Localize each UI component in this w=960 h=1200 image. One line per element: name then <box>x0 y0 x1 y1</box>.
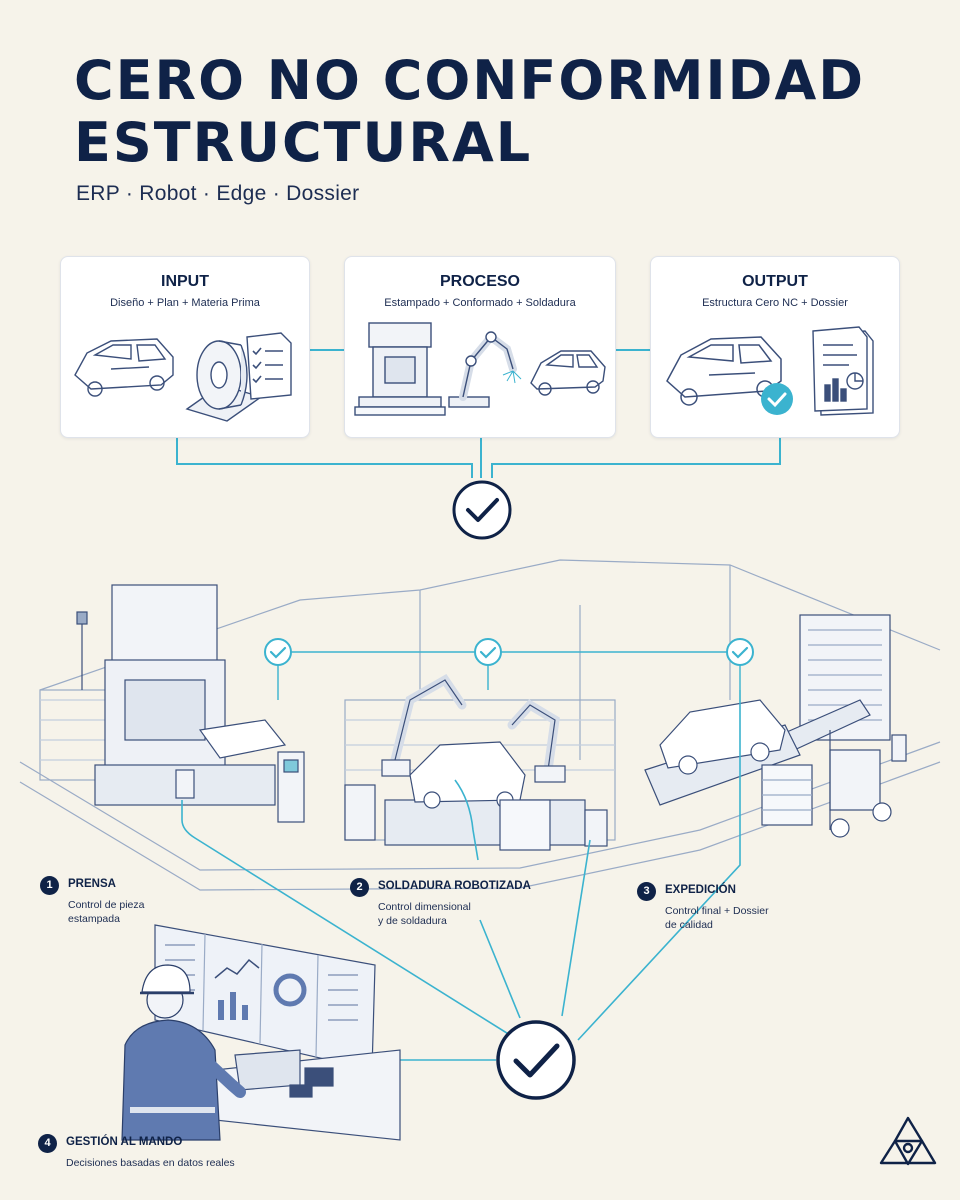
check-marker-icon <box>726 638 754 666</box>
output-card: OUTPUT Estructura Cero NC + Dossier <box>650 256 900 438</box>
page-subtitle: ERP · Robot · Edge · Dossier <box>76 182 360 205</box>
control-room <box>154 924 401 1141</box>
process-card: PROCESO Estampado + Conformado + Soldadu… <box>344 256 616 438</box>
process-illustration <box>354 322 606 416</box>
step-label: PRENSA <box>68 878 116 890</box>
checklist-icon <box>246 332 292 400</box>
card-subtitle: Diseño + Plan + Materia Prima <box>110 297 260 309</box>
zone-check-markers <box>264 638 754 700</box>
check-badge-icon <box>761 383 793 415</box>
step-number: 2 <box>350 878 369 897</box>
press-zone <box>39 584 305 823</box>
welding-zone <box>344 674 616 851</box>
input-illustration <box>74 332 292 422</box>
card-title: OUTPUT <box>742 273 808 290</box>
page-title: CERO NO CONFORMIDAD ESTRUCTURAL <box>74 50 865 174</box>
robot-arm-icon <box>448 331 522 408</box>
step-label: GESTIÓN AL MANDO <box>66 1136 183 1148</box>
step-description: Decisiones basadas en datos reales <box>66 1157 235 1169</box>
check-marker-icon <box>264 638 292 666</box>
step-label: SOLDADURA ROBOTIZADA <box>378 880 531 892</box>
data-flow-lines <box>181 690 741 1061</box>
final-check-icon <box>496 1020 576 1100</box>
shipping-zone <box>644 614 907 838</box>
card-subtitle: Estructura Cero NC + Dossier <box>702 297 848 309</box>
card-connectors <box>176 349 781 478</box>
press-machine-icon <box>354 322 446 416</box>
car-body-icon <box>74 338 174 397</box>
check-marker-icon <box>474 638 502 666</box>
step-number: 1 <box>40 876 59 895</box>
step-label: EXPEDICIÓN <box>665 884 736 896</box>
card-subtitle: Estampado + Conformado + Soldadura <box>384 297 576 309</box>
step-number: 3 <box>637 882 656 901</box>
step-number: 4 <box>38 1134 57 1153</box>
title-line-2: ESTRUCTURAL <box>74 111 533 174</box>
brand-logo-icon <box>879 1116 937 1166</box>
input-card: INPUT Diseño + Plan + Materia Prima <box>60 256 310 438</box>
check-circle-icon <box>452 480 512 540</box>
report-document-icon <box>812 326 874 416</box>
card-title: PROCESO <box>439 273 520 290</box>
operator-figure <box>121 964 246 1141</box>
output-illustration <box>666 326 874 416</box>
steel-coil-icon <box>185 340 263 422</box>
title-line-1: CERO NO CONFORMIDAD <box>74 49 866 112</box>
card-title: INPUT <box>161 273 209 290</box>
car-body-icon <box>530 350 606 396</box>
